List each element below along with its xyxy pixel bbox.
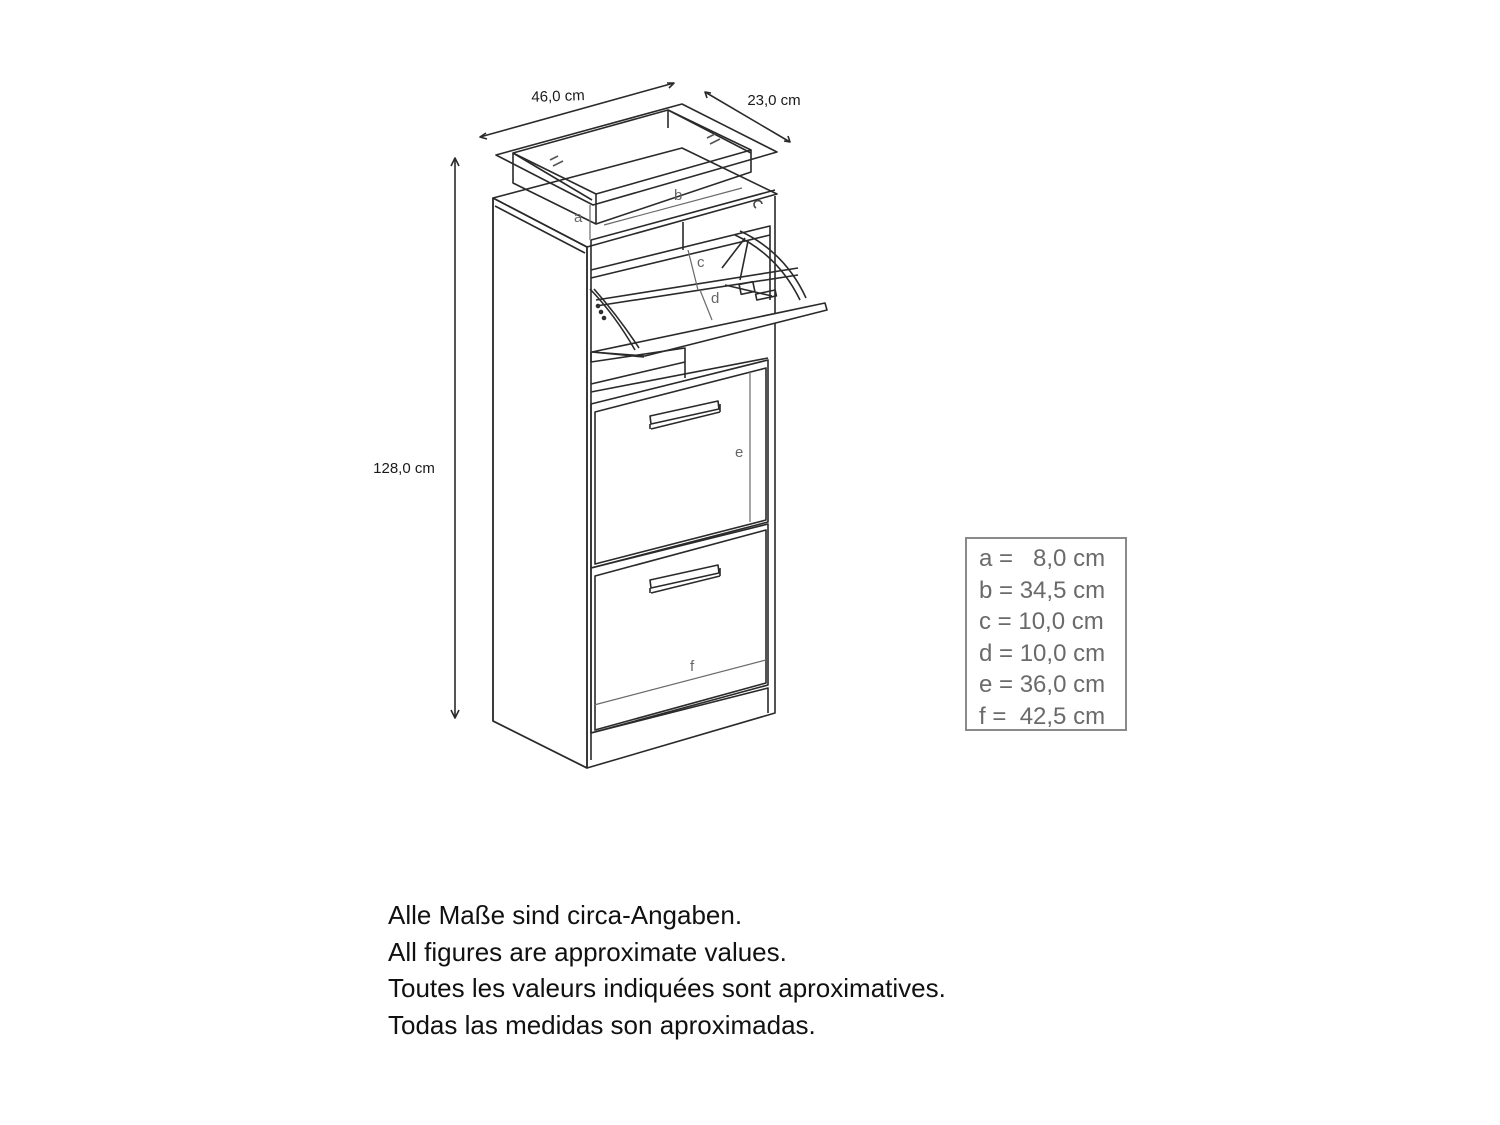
note-spanish: Todas las medidas son aproximadas.: [388, 1009, 816, 1040]
part-label-d: d: [711, 290, 719, 307]
width-dimension-line: [479, 82, 675, 140]
note-french: Toutes les valeurs indiquées sont aproxi…: [388, 973, 946, 1003]
part-label-c: c: [697, 254, 705, 271]
legend-row-d: d = 10,0 cm: [979, 639, 1106, 667]
dim-line-f: [593, 659, 767, 706]
height-label: 128,0 cm: [373, 460, 435, 477]
measurement-legend: a = 8,0 cm b = 34,5 cm c = 10,0 cm d = 1…: [965, 537, 1127, 731]
top-shelf-box: [495, 103, 778, 225]
height-dimension-line: [450, 157, 460, 719]
bottom-drawer: [590, 523, 769, 734]
dim-line-b: [603, 187, 743, 226]
legend-row-a: a = 8,0 cm: [979, 545, 1106, 572]
note-english: All figures are approximate values.: [388, 936, 787, 967]
legend-row-c: c = 10,0 cm: [979, 608, 1104, 635]
middle-drawer: [590, 359, 769, 569]
part-label-e: e: [735, 444, 743, 461]
depth-label: 23,0 cm: [747, 92, 800, 109]
part-label-a: a: [574, 209, 583, 226]
depth-dimension-line: [704, 91, 791, 143]
legend-row-e: e = 36,0 cm: [979, 671, 1106, 698]
cabinet-body: [492, 147, 778, 769]
dim-line-c: [687, 249, 699, 291]
legend-row-f: f = 42,5 cm: [979, 702, 1106, 730]
part-label-b: b: [674, 187, 682, 204]
open-flap: [589, 225, 828, 393]
legend-row-b: b = 34,5 cm: [979, 576, 1106, 604]
note-german: Alle Maße sind circa-Angaben.: [388, 900, 743, 930]
part-label-f: f: [690, 658, 695, 675]
dim-line-d: [699, 289, 713, 321]
width-label: 46,0 cm: [531, 87, 585, 106]
disclaimer-notes: Alle Maße sind circa-Angaben. All figure…: [388, 897, 946, 1043]
